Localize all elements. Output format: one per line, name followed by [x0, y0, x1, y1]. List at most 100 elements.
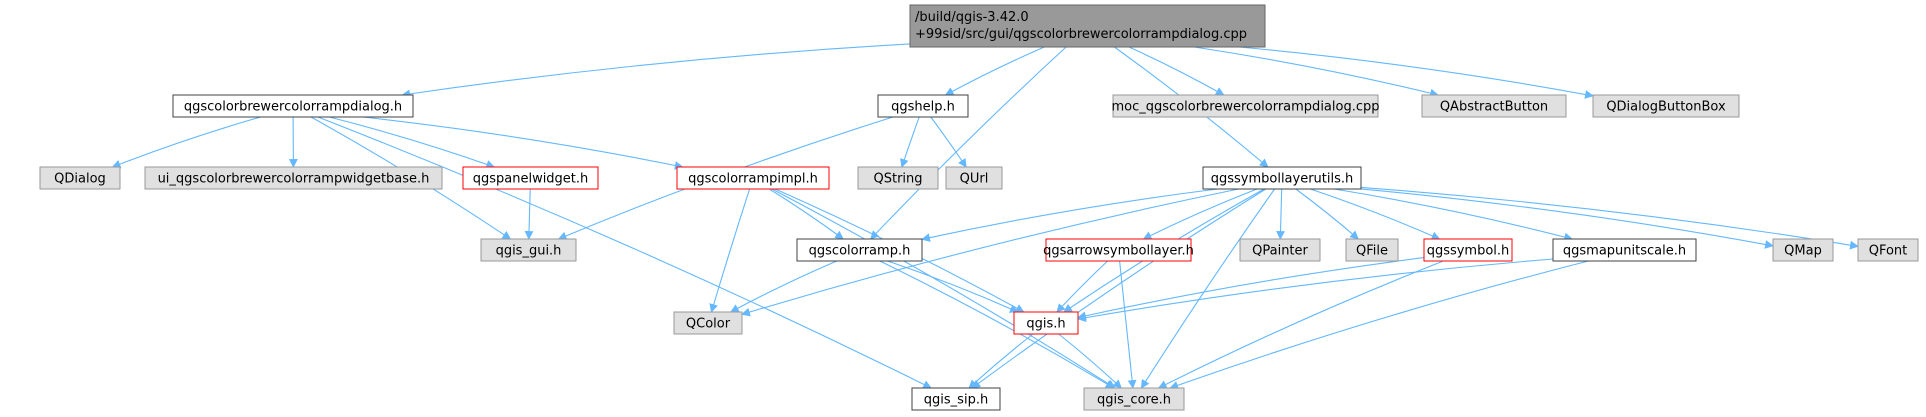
edge-dialog_h-to-qdialog: [111, 116, 261, 169]
node-box: [144, 166, 443, 190]
node-qurl[interactable]: QUrl: [945, 166, 1003, 190]
node-root[interactable]: /build/qgis-3.42.0 +99sid/src/gui/qgscolo…: [909, 4, 1266, 48]
node-qgscolorramp[interactable]: qgscolorramp.h: [796, 238, 923, 262]
edges-layer: [111, 43, 1859, 390]
edge-dialog_h-to-qgscolorrampimpl: [363, 116, 684, 170]
node-label: +99sid/src/gui/qgscolorbrewercolorrampdi…: [915, 27, 1247, 42]
node-qgis_sip[interactable]: qgis_sip.h: [911, 387, 1001, 411]
edge-dialog_h-to-qgspanelwidget: [329, 116, 496, 169]
edge-qgssymbollayerutils-to-qpainter: [1276, 188, 1285, 240]
edge-qgssymbollayerutils-to-qcolor: [741, 188, 1239, 317]
node-label: QString: [873, 172, 922, 187]
edge-root-to-qgshelp: [944, 46, 1045, 96]
edge-qgscolorramp-to-qcolor: [730, 260, 837, 313]
edge-qgscolorrampimpl-to-qgscolorramp: [769, 188, 844, 240]
node-qstring[interactable]: QString: [857, 166, 939, 190]
edge-qgssymbol-to-qgis_h: [1077, 257, 1425, 321]
edge-qgsmapunitscale-to-qgis_h: [1077, 258, 1554, 322]
node-label: moc_qgscolorbrewercolorrampdialog.cpp: [1112, 100, 1380, 115]
edge-qgis_h-to-qgis_core: [1058, 333, 1122, 389]
node-qgscolorrampimpl[interactable]: qgscolorrampimpl.h: [676, 166, 830, 190]
node-qgis_gui[interactable]: qgis_gui.h: [480, 238, 577, 262]
edge-qgssymbollayerutils-to-qfile: [1295, 188, 1359, 240]
node-label: qgis_core.h: [1097, 393, 1171, 408]
node-box: [1112, 94, 1379, 118]
node-box: [1552, 238, 1697, 262]
node-box: [673, 311, 743, 335]
node-qmap[interactable]: QMap: [1772, 238, 1834, 262]
node-label: QUrl: [960, 172, 989, 187]
edge-qgscolorramp-to-qgis_core: [879, 260, 1115, 389]
node-box: [480, 238, 577, 262]
node-box: [1421, 94, 1567, 118]
node-dialog_h[interactable]: qgscolorbrewercolorrampdialog.h: [172, 94, 414, 118]
node-qgsarrowsymbollayer[interactable]: qgsarrowsymbollayer.h: [1043, 238, 1194, 262]
node-qabstractbutton[interactable]: QAbstractButton: [1421, 94, 1567, 118]
node-qfile[interactable]: QFile: [1345, 238, 1399, 262]
node-label: qgis.h: [1026, 317, 1065, 332]
edge-root-to-qabstractbutton: [1194, 46, 1439, 98]
node-box: [1592, 94, 1740, 118]
node-qdialogbuttonbox[interactable]: QDialogButtonBox: [1592, 94, 1740, 118]
node-qgshelp[interactable]: qgshelp.h: [877, 94, 969, 118]
node-ui_widgetbase[interactable]: ui_qgscolorbrewercolorrampwidgetbase.h: [144, 166, 443, 190]
node-qcolor[interactable]: QColor: [673, 311, 743, 335]
node-qgis_h[interactable]: qgis.h: [1013, 311, 1079, 335]
node-label: QDialog: [54, 172, 106, 187]
node-qfont[interactable]: QFont: [1857, 238, 1919, 262]
node-qgssymbol[interactable]: qgssymbol.h: [1423, 238, 1513, 262]
node-label: QMap: [1784, 244, 1822, 259]
node-label: qgscolorbrewercolorrampdialog.h: [184, 100, 402, 115]
node-label: qgssymbollayerutils.h: [1211, 172, 1354, 187]
node-box: [911, 387, 1001, 411]
edge-root-to-qdialogbuttonbox: [1239, 46, 1594, 99]
node-label: qgis_gui.h: [496, 244, 562, 259]
node-box: [1423, 238, 1513, 262]
edge-qgsarrowsymbollayer-to-qgis_core: [1119, 260, 1137, 389]
edge-qgscolorrampimpl-to-qgis_core: [771, 188, 1116, 389]
node-box: [1772, 238, 1834, 262]
node-label: qgsarrowsymbollayer.h: [1043, 244, 1194, 259]
edge-qgssymbollayerutils-to-qgis_sip: [971, 188, 1267, 389]
node-box: [676, 166, 830, 190]
edge-dialog_h-to-qgis_sip: [317, 116, 932, 389]
edge-qgscolorrampimpl-to-qcolor: [709, 188, 751, 313]
node-moc[interactable]: moc_qgscolorbrewercolorrampdialog.cpp: [1112, 94, 1380, 118]
node-label: QPainter: [1252, 244, 1308, 259]
edge-qgshelp-to-qstring: [900, 116, 920, 168]
node-box: [1202, 166, 1362, 190]
node-qgsmapunitscale[interactable]: qgsmapunitscale.h: [1552, 238, 1697, 262]
node-label: QDialogButtonBox: [1606, 100, 1726, 115]
edge-qgscolorramp-to-qgis_h: [887, 260, 1019, 313]
node-qgssymbollayerutils[interactable]: qgssymbollayerutils.h: [1202, 166, 1362, 190]
edge-qgssymbollayerutils-to-qgssymbol: [1310, 188, 1441, 240]
node-label: qgscolorrampimpl.h: [688, 172, 818, 187]
node-label: qgssymbol.h: [1427, 244, 1510, 259]
node-label: QColor: [686, 317, 731, 332]
node-box: [1083, 387, 1185, 411]
node-qdialog[interactable]: QDialog: [39, 166, 121, 190]
node-label: qgis_sip.h: [924, 393, 988, 408]
node-label: QAbstractButton: [1440, 100, 1548, 115]
node-label: QFont: [1869, 244, 1908, 259]
edge-root-to-dialog_h: [401, 43, 911, 99]
edge-qgssymbollayerutils-to-qfont: [1360, 186, 1859, 250]
node-box: [945, 166, 1003, 190]
node-qpainter[interactable]: QPainter: [1239, 238, 1321, 262]
node-label: QFile: [1356, 244, 1388, 259]
node-box: [857, 166, 939, 190]
node-box: [172, 94, 414, 118]
node-box: [1045, 238, 1192, 262]
edge-qgssymbollayerutils-to-qgsmapunitscale: [1334, 188, 1574, 242]
edge-qgssymbollayerutils-to-qgsarrowsymbollayer: [1142, 188, 1258, 240]
node-label: ui_qgscolorbrewercolorrampwidgetbase.h: [158, 172, 430, 187]
node-label: /build/qgis-3.42.0: [915, 10, 1029, 25]
node-box: [1239, 238, 1321, 262]
node-box: [877, 94, 969, 118]
node-box: [1345, 238, 1399, 262]
node-qgspanelwidget[interactable]: qgspanelwidget.h: [462, 166, 599, 190]
node-qgis_core[interactable]: qgis_core.h: [1083, 387, 1185, 411]
node-label: qgspanelwidget.h: [473, 172, 589, 187]
edge-qgssymbol-to-qgis_core: [1157, 260, 1444, 389]
edge-qgssymbollayerutils-to-qgscolorramp: [921, 188, 1218, 242]
